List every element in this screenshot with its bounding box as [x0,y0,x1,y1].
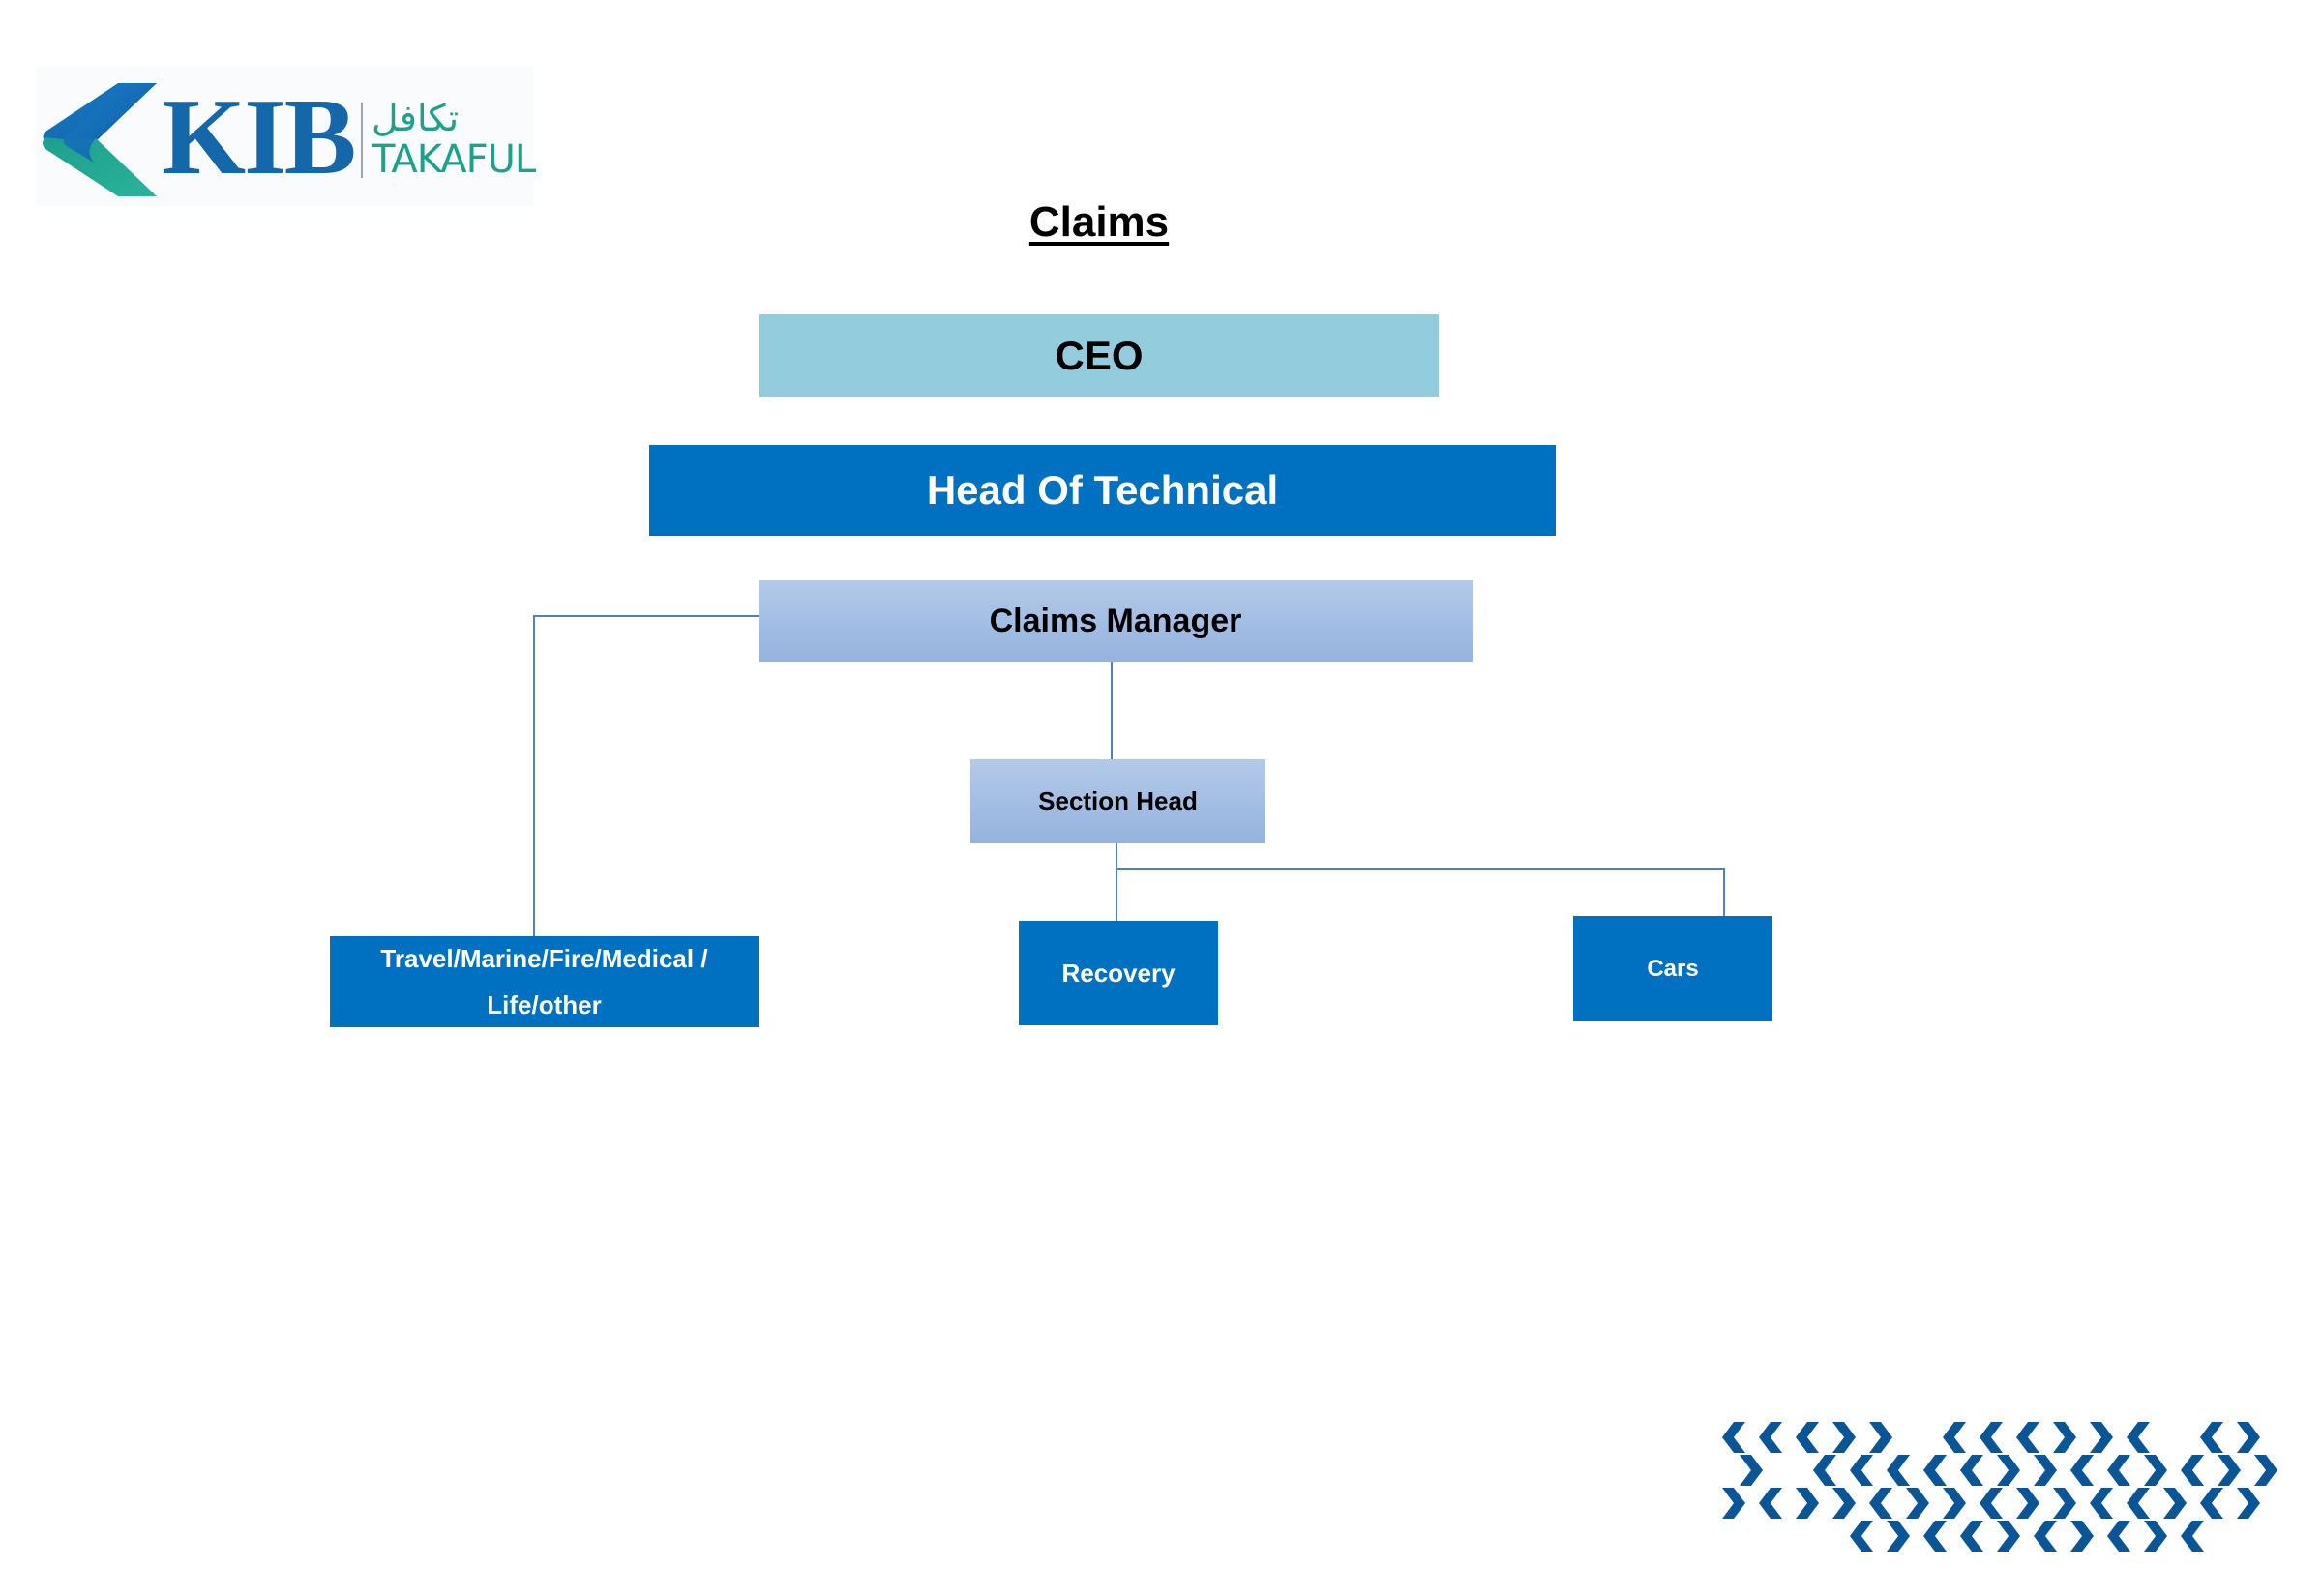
chevron-icon [1869,1488,1892,1519]
chevron-icon [2181,1455,2204,1486]
node-cars-label: Cars [1647,955,1699,982]
node-section-head[interactable]: Section Head [970,759,1265,843]
chevron-icon [1997,1521,2020,1552]
chevron-icon [2127,1488,2150,1519]
chevron-icon [1960,1455,1983,1486]
logo-divider [361,103,363,178]
node-ceo[interactable]: CEO [759,314,1439,397]
chevron-icon [2034,1521,2057,1552]
node-claims-manager[interactable]: Claims Manager [759,580,1473,662]
decorative-chevron-pattern [1722,1422,2277,1552]
kib-takaful-logo: KIB تكافل TAKAFUL [36,66,536,206]
chevron-icon [2237,1422,2260,1453]
chevron-icon [1813,1455,1836,1486]
chevron-icon [1722,1488,1745,1519]
chevron-icon [2090,1488,2113,1519]
chevron-icon [2016,1488,2039,1519]
chevron-icon [1906,1488,1929,1519]
node-recovery[interactable]: Recovery [1019,921,1218,1025]
connector-manager-to-travel [533,615,759,936]
chevron-icon [1980,1422,2003,1453]
chevron-icon [2034,1455,2057,1486]
chevron-icon [2200,1488,2223,1519]
chevron-icon [2107,1455,2130,1486]
chevron-icon [2070,1455,2094,1486]
logo-kib-text: KIB [162,77,356,197]
chevron-icon [1740,1455,1763,1486]
chevron-icon [2053,1422,2076,1453]
chevron-icon [2254,1455,2277,1486]
chevron-icon [2218,1455,2241,1486]
chevron-icon [1850,1521,1873,1552]
chevron-icon [1923,1455,1947,1486]
chevron-icon [2144,1455,2167,1486]
node-head-of-technical[interactable]: Head Of Technical [649,445,1556,536]
chevron-icon [1997,1455,2020,1486]
node-ceo-label: CEO [1055,332,1144,378]
chevron-icon [2144,1521,2167,1552]
logo-arabic-text: تكافل [372,97,460,139]
chevron-icon [1887,1521,1910,1552]
chevron-icon [2053,1488,2076,1519]
chevron-icon [1850,1455,1873,1486]
node-cars[interactable]: Cars [1573,916,1772,1021]
node-travel-label: Travel/Marine/Fire/Medical / Life/other [380,944,708,1020]
chevron-icon [1796,1422,1819,1453]
chevron-icon [2090,1422,2113,1453]
chevron-icon [1759,1422,1782,1453]
chevron-icon [1832,1422,1856,1453]
node-head-of-technical-label: Head Of Technical [926,467,1279,513]
chevron-icon [2107,1521,2130,1552]
chevron-icon [1759,1488,1782,1519]
node-section-head-label: Section Head [1038,786,1198,815]
chevron-icon [1869,1422,1892,1453]
node-claims-manager-label: Claims Manager [989,602,1242,639]
chevron-icon [2181,1521,2204,1552]
chevron-icon [1796,1488,1819,1519]
chevron-icon [1980,1488,2003,1519]
chevron-icon [1943,1488,1966,1519]
node-travel-marine-fire-medical-life-other[interactable]: Travel/Marine/Fire/Medical / Life/other [330,936,759,1027]
node-recovery-label: Recovery [1061,958,1176,988]
chevron-icon [1943,1422,1966,1453]
chevron-icon [1960,1521,1983,1552]
chevron-icon [2127,1422,2150,1453]
connector-section-head-to-cars [1116,868,1725,916]
chevron-icon [2237,1488,2260,1519]
chevron-icon [1887,1455,1910,1486]
chevron-icon [1832,1488,1856,1519]
logo-takaful-text: TAKAFUL [372,137,536,182]
chevron-icon [2163,1488,2187,1519]
page-title: Claims [1028,198,1170,246]
chevron-icon [1923,1521,1947,1552]
chevron-icon [2016,1422,2039,1453]
chevron-logo-icon [43,83,157,196]
chevron-icon [2070,1521,2094,1552]
chevron-icon [1722,1422,1745,1453]
chevron-icon [2200,1422,2223,1453]
